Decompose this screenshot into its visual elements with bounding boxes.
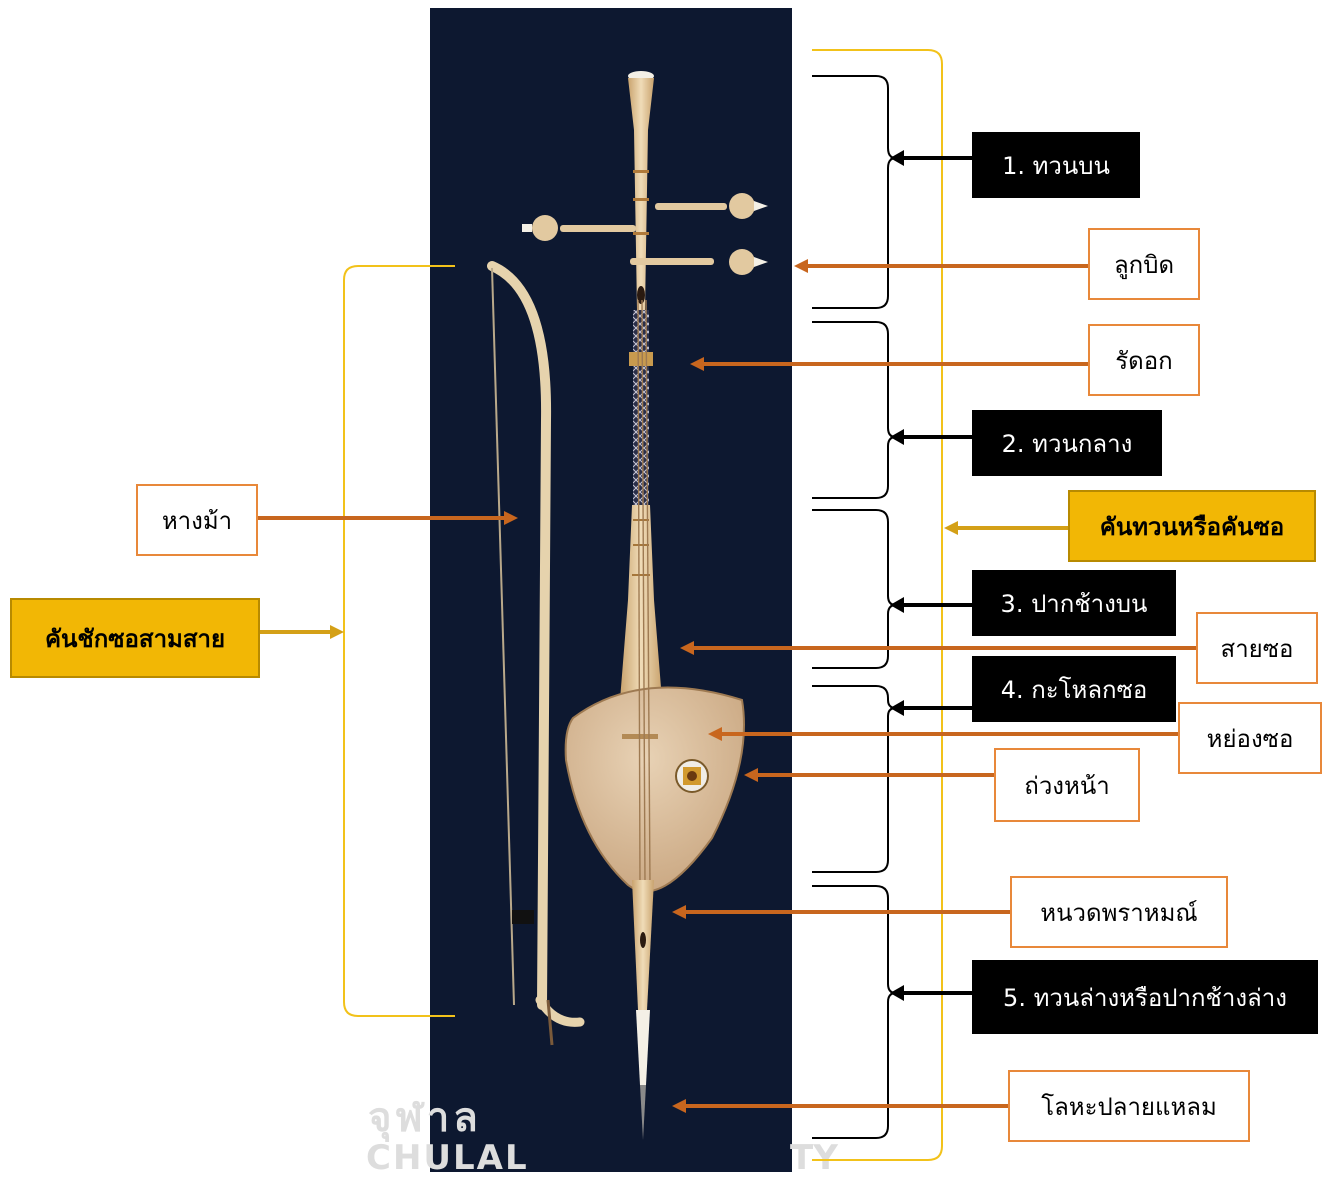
- upper-neck: [628, 78, 654, 310]
- label-part3-upper-mouth: 3. ปากช้างบน: [972, 570, 1176, 636]
- bow-bracket: [344, 266, 455, 1016]
- front-weight: [676, 760, 708, 792]
- neck-ring: [633, 170, 649, 173]
- neck-ring: [633, 198, 649, 201]
- label-tuning-pegs: ลูกบิด: [1088, 228, 1200, 300]
- label-neck-band: รัดอก: [1088, 324, 1200, 396]
- coconut-body: [566, 688, 744, 892]
- black-arrows: [890, 150, 972, 1001]
- neck-ring: [633, 232, 649, 235]
- label-front-weight: ถ่วงหน้า: [994, 748, 1140, 822]
- bow-tassel: [548, 1000, 552, 1045]
- label-part5-lower: 5. ทวนล่างหรือปากช้างล่าง: [972, 960, 1318, 1034]
- label-part1-upper-neck: 1. ทวนบน: [972, 132, 1140, 198]
- bow: [492, 266, 580, 1045]
- bow-stick: [492, 266, 546, 1005]
- part-braces: [812, 76, 896, 1138]
- metal-tip: [640, 1085, 646, 1140]
- saw-sam-sai-instrument: [522, 71, 768, 1140]
- label-horsehair: หางม้า: [136, 484, 258, 556]
- label-bridge: หย่องซอ: [1178, 702, 1322, 774]
- neck-band: [629, 352, 653, 366]
- label-metal-tip: โลหะปลายแหลม: [1008, 1070, 1250, 1142]
- label-bow: คันชักซอสามสาย: [10, 598, 260, 678]
- label-tail-knot: หนวดพราหมณ์: [1010, 876, 1228, 948]
- label-part4-body: 4. กะโหลกซอ: [972, 656, 1176, 722]
- label-part2-middle-neck: 2. ทวนกลาง: [972, 410, 1162, 476]
- lower-neck: [620, 505, 662, 700]
- bow-hair: [492, 268, 514, 1005]
- ivory-foot: [636, 1010, 650, 1085]
- gold-arrows: [260, 521, 1068, 639]
- spike-hole: [640, 932, 646, 948]
- label-strings: สายซอ: [1196, 612, 1318, 684]
- bow-grip-binding: [512, 910, 534, 924]
- label-shaft: คันทวนหรือคันซอ: [1068, 490, 1316, 562]
